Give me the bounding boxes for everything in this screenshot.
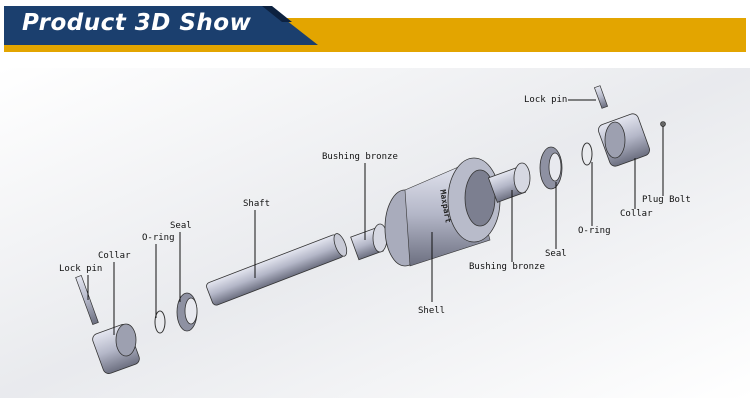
banner-blue-tab (4, 6, 318, 45)
o-ring-right-part (581, 142, 593, 166)
label-shaft: Shaft (243, 199, 271, 209)
label-o-ring-left: O-ring (142, 233, 175, 243)
label-lock-pin-right: Lock pin (524, 95, 568, 105)
banner-shadow (262, 6, 292, 22)
shaft-part (206, 233, 348, 306)
bushing-bronze-right-part (487, 162, 531, 203)
leader-lines (87, 99, 664, 335)
label-bushing-bronze-left: Bushing bronze (322, 152, 398, 162)
collar-right-part (598, 113, 650, 167)
seal-right-part (539, 146, 563, 190)
label-shell: Shell (418, 306, 446, 316)
lock-pin-left-part (75, 275, 99, 325)
label-o-ring-right: O-ring (578, 226, 611, 236)
label-bushing-bronze-right: Bushing bronze (469, 262, 545, 272)
label-collar-right: Collar (620, 209, 653, 219)
shell-part: Maxpart (384, 157, 501, 267)
collar-left-part (92, 323, 140, 374)
o-ring-left-part (154, 310, 166, 334)
seal-left-part (176, 292, 198, 332)
label-seal-right: Seal (545, 249, 567, 259)
label-seal-left: Seal (170, 221, 192, 231)
page-title: Product 3D Show (22, 10, 252, 36)
label-plug-bolt: Plug Bolt (642, 195, 691, 205)
label-lock-pin-left: Lock pin (59, 264, 103, 274)
bushing-bronze-left-part (350, 223, 388, 261)
label-collar-left: Collar (98, 251, 131, 261)
exploded-diagram: Maxpart (0, 68, 750, 398)
section-banner (4, 6, 746, 52)
plug-bolt-part (660, 121, 666, 127)
lock-pin-right-part (593, 85, 609, 109)
